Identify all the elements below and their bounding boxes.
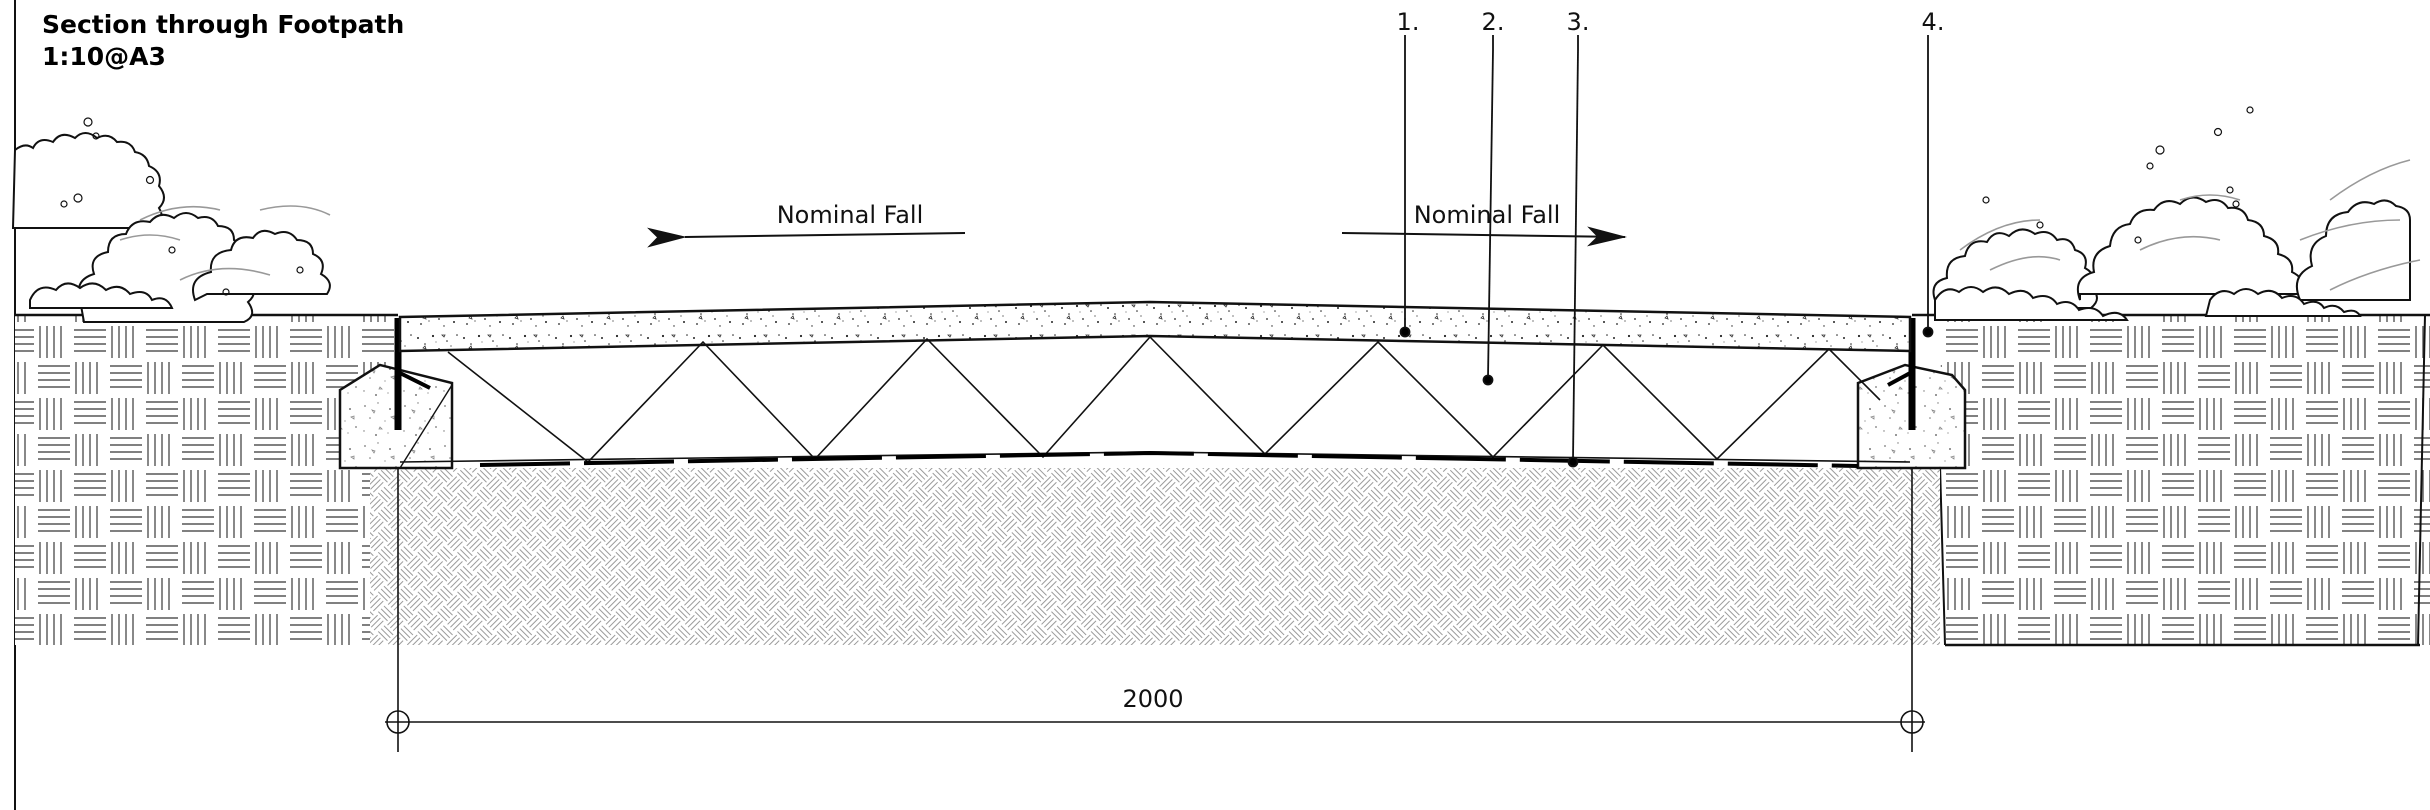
- natural-ground-left: [15, 315, 398, 645]
- fall-arrow-left: [646, 227, 966, 248]
- geotextile-membrane: [479, 450, 1859, 468]
- fall-arrow-right: [1341, 226, 1627, 247]
- natural-ground-right: [1940, 315, 2430, 645]
- callout-label-2: 2.: [1482, 8, 1505, 36]
- callout-label-3: 3.: [1567, 8, 1590, 36]
- resin-surface-course: [398, 300, 1912, 353]
- dimension-line: [385, 468, 1925, 752]
- callout-label-1: 1.: [1397, 8, 1420, 36]
- drawing-title: Section through Footpath: [42, 10, 405, 39]
- callout-label-4: 4.: [1922, 8, 1945, 36]
- fall-label-left: Nominal Fall: [777, 201, 924, 229]
- drawing-scale: 1:10@A3: [42, 42, 166, 71]
- sub-base-hardcore: [370, 465, 1940, 645]
- dimension-value: 2000: [1122, 685, 1183, 713]
- fall-label-right: Nominal Fall: [1414, 201, 1561, 229]
